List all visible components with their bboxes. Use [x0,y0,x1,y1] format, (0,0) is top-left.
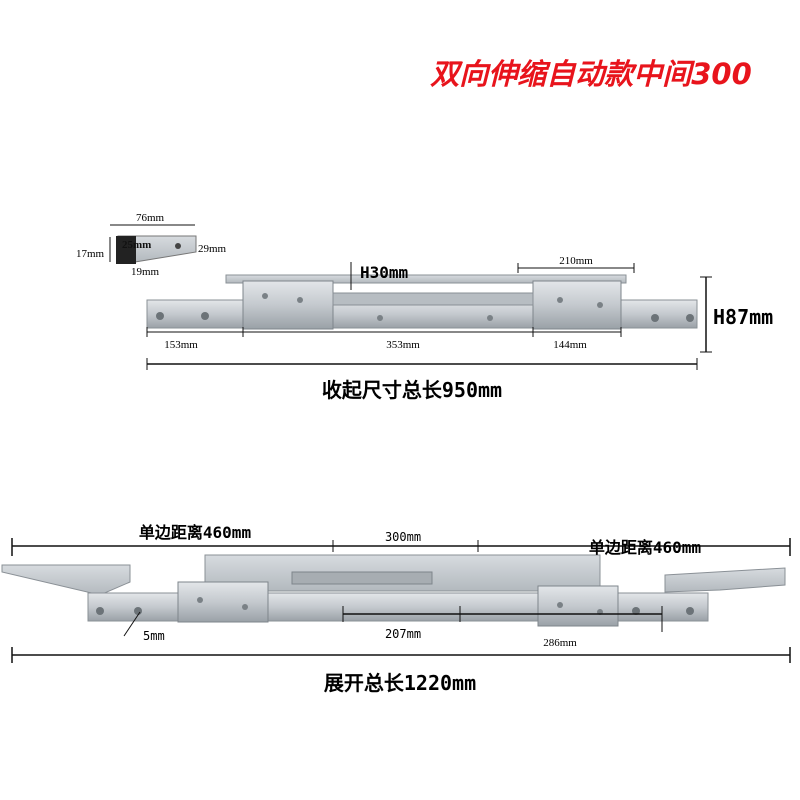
middle-seg-label: 353mm [386,339,420,351]
collapsed-slide [146,274,698,330]
collapsed-total-label: 收起尺寸总长950mm [322,378,502,402]
slot-height-label: H30mm [360,263,409,282]
collapsed-dimensions: H30mm 210mm H87mm 153mm 353mm 144mm 收起尺寸… [146,255,773,402]
expanded-left-carriage [177,581,269,623]
collapsed-top-plate [225,274,627,284]
left-span-label: 单边距离460mm [139,523,252,542]
collapsed-right-carriage [532,280,622,330]
bracket-height-label: 17mm [76,248,105,260]
left-end-bracket [1,564,131,596]
top-plate-label: 210mm [559,255,593,267]
bracket-inner-label: 25mm [122,239,151,251]
center-span-label: 300mm [385,530,421,544]
page-title: 双向伸缩自动款中间300 [430,57,752,91]
right-end-bracket [664,567,786,593]
right-span-label: 单边距离460mm [589,538,702,557]
bracket-hole [175,243,181,249]
left-seg-label: 153mm [164,339,198,351]
bracket-depth-label: 19mm [131,266,160,278]
expanded-total-label: 展开总长1220mm [324,671,476,695]
gap-label: 5mm [143,629,165,643]
expanded-right-carriage [537,585,619,627]
expanded-dimensions: 单边距离460mm 300mm 单边距离460mm 5mm 207mm 286m… [11,523,791,695]
bracket-width-label: 76mm [136,212,165,224]
expanded-slide [1,554,786,627]
gap-pointer [123,611,141,637]
expanded-center-channel [291,571,433,585]
collapsed-center-channel [332,292,534,306]
overall-height-label: H87mm [713,305,773,329]
bracket-detail: 76mm 17mm 25mm 29mm 19mm [76,212,227,278]
bracket-hole-label: 29mm [198,243,227,255]
inner-right-label: 286mm [543,637,577,649]
inner-left-label: 207mm [385,627,421,641]
collapsed-left-carriage [242,280,334,330]
right-seg-label: 144mm [553,339,587,351]
bracket-foam-block [116,236,136,264]
